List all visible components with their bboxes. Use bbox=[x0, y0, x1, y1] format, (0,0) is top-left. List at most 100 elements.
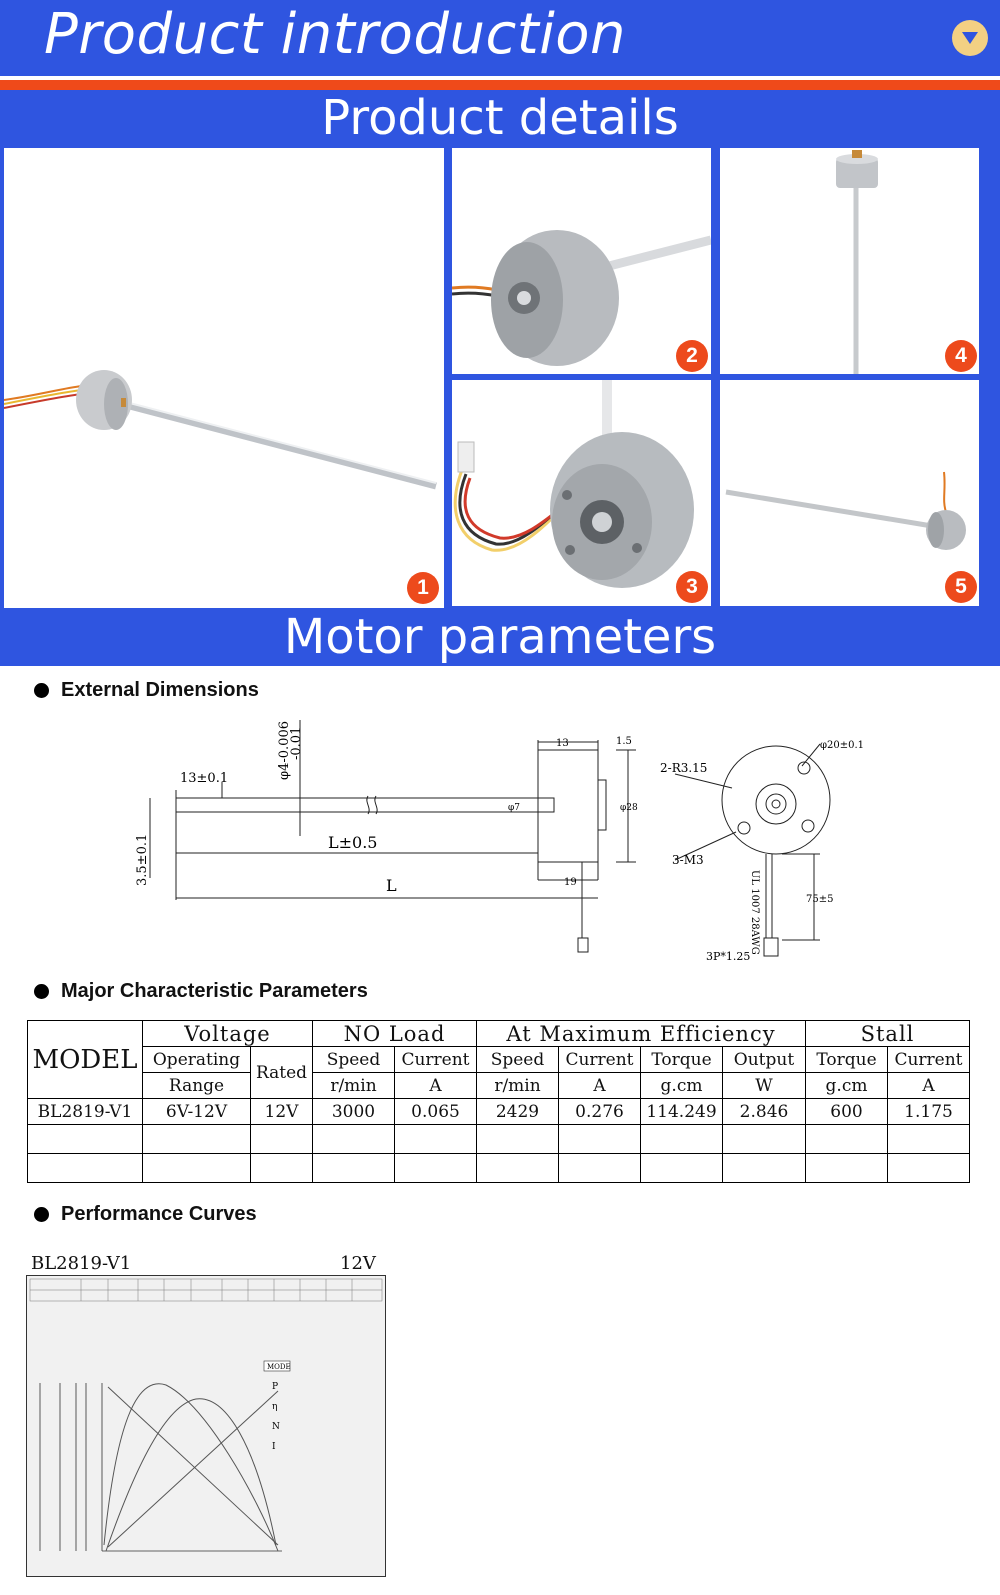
dim-m3: 3-M3 bbox=[672, 853, 704, 867]
dim-phi7: φ7 bbox=[508, 803, 520, 813]
photo-badge-5: 5 bbox=[945, 571, 977, 603]
section-title: Performance Curves bbox=[61, 1203, 257, 1225]
header-nl-speed: Speed bbox=[312, 1046, 395, 1073]
motor-parameters-heading: Motor parameters bbox=[283, 609, 717, 665]
dim-13: 13 bbox=[556, 738, 569, 749]
legend-n: N bbox=[272, 1422, 280, 1432]
dim-length: L bbox=[386, 876, 397, 895]
cell-nl-speed: 3000 bbox=[312, 1098, 395, 1125]
header-me-speed: Speed bbox=[476, 1046, 559, 1073]
accent-stripe bbox=[0, 80, 1000, 90]
cell-me-output: 2.846 bbox=[722, 1098, 806, 1125]
cell-me-torque: 114.249 bbox=[640, 1098, 723, 1125]
header-rated: Rated bbox=[250, 1046, 313, 1099]
dim-19: 19 bbox=[564, 877, 577, 888]
cell-st-torque: 600 bbox=[805, 1098, 888, 1125]
unit-nl-speed: r/min bbox=[312, 1072, 395, 1099]
dim-shaft-phi-tol: -0.01 bbox=[289, 727, 304, 760]
photo-3[interactable]: 3 bbox=[452, 380, 711, 606]
legend-i: I bbox=[272, 1442, 276, 1452]
header-st-current: Current bbox=[887, 1046, 970, 1073]
header-me-output: Output bbox=[722, 1046, 806, 1073]
header-range: Range bbox=[142, 1072, 251, 1099]
product-details-heading: Product details bbox=[321, 90, 679, 146]
section-title: Major Characteristic Parameters bbox=[61, 980, 368, 1002]
header-nl-current: Current bbox=[394, 1046, 477, 1073]
photo-5[interactable]: 5 bbox=[720, 380, 979, 606]
cell-st-current: 1.175 bbox=[887, 1098, 970, 1125]
section-external-dimensions: External Dimensions bbox=[34, 679, 259, 702]
unit-st-torque: g.cm bbox=[805, 1072, 888, 1099]
bullet-icon bbox=[34, 984, 49, 999]
curves-voltage: 12V bbox=[340, 1253, 376, 1274]
cell-range: 6V-12V bbox=[142, 1098, 251, 1125]
photo-1[interactable]: 1 bbox=[4, 148, 444, 608]
dim-15: 1.5 bbox=[616, 736, 632, 747]
cell-rated: 12V bbox=[250, 1098, 313, 1125]
motor-photo-5 bbox=[725, 471, 966, 550]
motor-photo-4 bbox=[836, 150, 878, 374]
product-details-band: Product details bbox=[0, 90, 1000, 146]
unit-me-output: W bbox=[722, 1072, 806, 1099]
table-row: BL2819-V1 6V-12V 12V 3000 0.065 2429 0.2… bbox=[27, 1098, 970, 1125]
unit-st-current: A bbox=[887, 1072, 970, 1099]
motor-parameters-band: Motor parameters bbox=[0, 608, 1000, 666]
dim-conn: 3P*1.25 bbox=[706, 950, 750, 963]
dim-shaft-tol: 13±0.1 bbox=[180, 771, 228, 786]
performance-chart: MODE P η N I bbox=[26, 1275, 386, 1577]
photo-gallery: 1 2 4 bbox=[0, 146, 1000, 620]
photo-badge-2: 2 bbox=[676, 340, 708, 372]
section-major-parameters: Major Characteristic Parameters bbox=[34, 980, 368, 1003]
table-row bbox=[27, 1153, 970, 1183]
cell-model: BL2819-V1 bbox=[27, 1098, 143, 1125]
cell-me-speed: 2429 bbox=[476, 1098, 559, 1125]
header-noload: NO Load bbox=[312, 1020, 477, 1047]
motor-photo-3 bbox=[453, 380, 694, 588]
header-operating: Operating bbox=[142, 1046, 251, 1073]
header-maxeff: At Maximum Efficiency bbox=[476, 1020, 806, 1047]
photo-badge-1: 1 bbox=[407, 572, 439, 604]
dim-offset: 3.5±0.1 bbox=[135, 834, 150, 886]
legend-p: P bbox=[272, 1382, 278, 1392]
photo-2[interactable]: 2 bbox=[452, 148, 711, 374]
bullet-icon bbox=[34, 1207, 49, 1222]
dim-lead: UL 1007 28AWG bbox=[749, 870, 760, 955]
dim-shaft-phi: φ4-0.006 bbox=[277, 721, 292, 780]
unit-me-speed: r/min bbox=[476, 1072, 559, 1099]
collapse-button[interactable] bbox=[952, 20, 988, 56]
motor-photo-2 bbox=[452, 230, 711, 366]
chevron-down-icon bbox=[962, 32, 978, 44]
header-me-current: Current bbox=[558, 1046, 641, 1073]
dim-length-tol: L±0.5 bbox=[328, 833, 377, 852]
dim-r315: 2-R3.15 bbox=[660, 761, 707, 775]
divider bbox=[0, 76, 1000, 80]
page-title: Product introduction bbox=[44, 2, 627, 67]
bullet-icon bbox=[34, 683, 49, 698]
section-title: External Dimensions bbox=[61, 679, 259, 701]
cell-nl-current: 0.065 bbox=[394, 1098, 477, 1125]
unit-nl-current: A bbox=[394, 1072, 477, 1099]
header-model: MODEL bbox=[27, 1020, 143, 1099]
header-st-torque: Torque bbox=[805, 1046, 888, 1073]
header-voltage: Voltage bbox=[142, 1020, 313, 1047]
legend-eta: η bbox=[272, 1402, 277, 1412]
header-stall: Stall bbox=[805, 1020, 970, 1047]
legend-title: MODE bbox=[267, 1363, 291, 1371]
dim-phi20: φ20±0.1 bbox=[820, 740, 864, 751]
unit-me-current: A bbox=[558, 1072, 641, 1099]
section-performance-curves: Performance Curves bbox=[34, 1203, 257, 1226]
table-row bbox=[27, 1124, 970, 1154]
photo-badge-4: 4 bbox=[945, 340, 977, 372]
unit-me-torque: g.cm bbox=[640, 1072, 723, 1099]
dim-75: 75±5 bbox=[806, 894, 833, 905]
header-me-torque: Torque bbox=[640, 1046, 723, 1073]
dimension-drawing: 13±0.1 φ4-0.006 -0.01 3.5±0.1 L±0.5 L 13… bbox=[135, 720, 864, 963]
curves-model: BL2819-V1 bbox=[31, 1253, 132, 1274]
parameters-table: MODEL Voltage NO Load At Maximum Efficie… bbox=[27, 1020, 970, 1183]
header-bar: Product introduction bbox=[0, 0, 1000, 76]
motor-photo-1 bbox=[4, 370, 437, 490]
dim-phi28: φ28 bbox=[620, 803, 638, 813]
photo-4[interactable]: 4 bbox=[720, 148, 979, 374]
photo-badge-3: 3 bbox=[676, 571, 708, 603]
cell-me-current: 0.276 bbox=[558, 1098, 641, 1125]
